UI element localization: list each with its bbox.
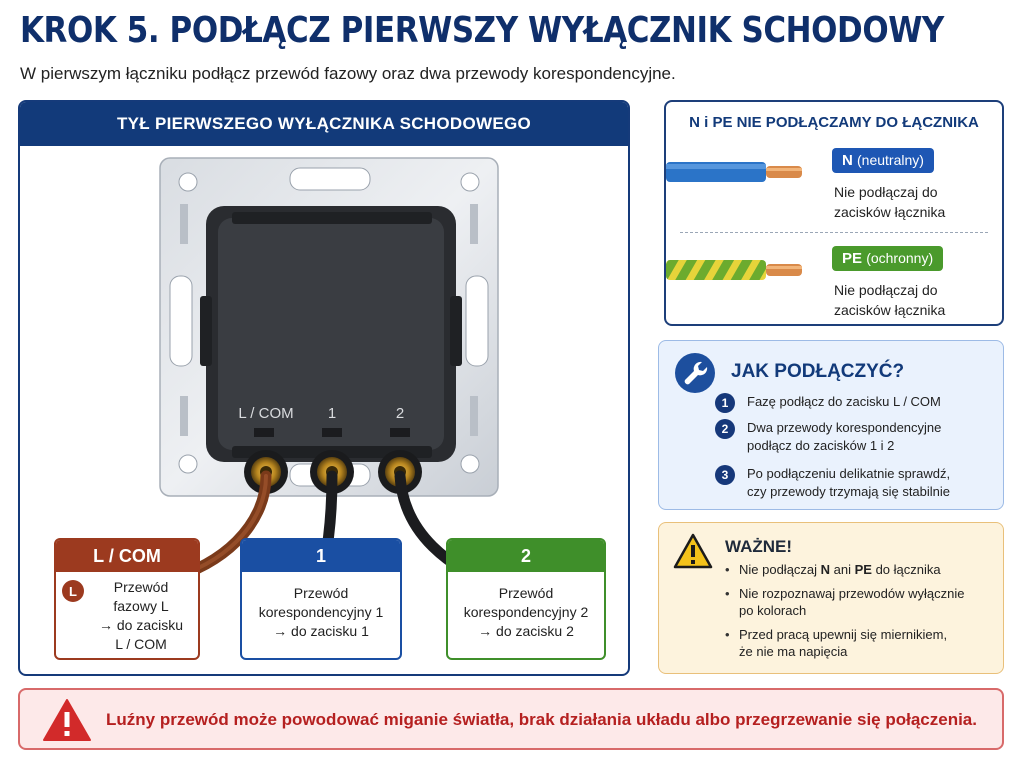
important-text: do łącznika: [871, 562, 941, 577]
neutral-desc-line: zacisków łącznika: [834, 204, 946, 220]
n-pe-panel: N i PE NIE PODŁĄCZAMY DO ŁĄCZNIKA N (neu…: [664, 100, 1004, 326]
card-1-line: Przewód: [293, 585, 349, 601]
card-2-line: Przewód: [498, 585, 554, 601]
pe-wire-icon: [666, 260, 802, 280]
important-text: ani: [830, 562, 855, 577]
card-2-head: 2: [448, 540, 604, 572]
card-lcom-line: fazowy L: [113, 598, 169, 614]
step-3-number: 3: [715, 465, 735, 485]
loose-wire-alert: Luźny przewód może powodować miganie świ…: [18, 688, 1004, 750]
switch-body: [200, 206, 462, 462]
neutral-name: (neutralny): [857, 152, 924, 168]
switch-back-panel: TYŁ PIERWSZEGO WYŁĄCZNIKA SCHODOWEGO: [18, 100, 630, 676]
card-2-line: korespondencyjny 2: [463, 604, 589, 620]
switch-diagram: L / COM 1 2: [124, 157, 540, 628]
phase-badge: L: [62, 580, 84, 602]
pe-desc-line: zacisków łącznika: [834, 302, 946, 318]
important-title: WAŻNE!: [725, 537, 793, 556]
how-title: JAK PODŁĄCZYĆ?: [731, 361, 905, 382]
pe-desc: Nie podłączaj do zacisków łącznika: [834, 280, 945, 320]
card-lcom-line: Przewód: [113, 579, 169, 595]
neutral-code: N: [842, 152, 853, 169]
neutral-desc-line: Nie podłączaj do: [834, 184, 938, 200]
step-2: 2 Dwa przewody korespondencyjne podłącz …: [715, 419, 942, 455]
terminal-label-1: 1: [328, 405, 336, 422]
important-bold-pe: PE: [854, 562, 872, 577]
step-3-text: Po podłączeniu delikatnie sprawdź,: [747, 466, 951, 481]
card-1-line: → do zacisku 1: [273, 623, 369, 639]
pe-desc-line: Nie podłączaj do: [834, 282, 938, 298]
step-2-text: podłącz do zacisków 1 i 2: [747, 438, 895, 453]
step-2-number: 2: [715, 419, 735, 439]
pe-label: PE (ochronny): [832, 246, 944, 271]
card-lcom: L / COM L Przewód fazowy L → do zacisku …: [54, 538, 200, 660]
neutral-label: N (neutralny): [832, 148, 934, 173]
step-1-number: 1: [715, 393, 735, 413]
card-1-body: Przewód korespondencyjny 1 → do zacisku …: [242, 572, 400, 647]
step-1: 1 Fazę podłącz do zacisku L / COM: [715, 393, 941, 413]
card-lcom-line: L / COM: [115, 636, 167, 652]
warning-icon: [673, 533, 713, 569]
important-text: że nie ma napięcia: [739, 644, 848, 659]
important-panel: WAŻNE! Nie podłączaj N ani PE do łącznik…: [658, 522, 1004, 674]
important-bold-n: N: [820, 562, 831, 577]
card-1: 1 Przewód korespondencyjny 1 → do zacisk…: [240, 538, 402, 660]
terminal-label-lcom: L / COM: [238, 405, 293, 422]
switch-back-panel-title: TYŁ PIERWSZEGO WYŁĄCZNIKA SCHODOWEGO: [20, 102, 628, 146]
pe-name: (ochronny): [866, 250, 934, 266]
card-1-head: 1: [242, 540, 400, 572]
card-lcom-line: → do zacisku: [98, 617, 184, 633]
card-2-body: Przewód korespondencyjny 2 → do zacisku …: [448, 572, 604, 647]
important-text: po kolorach: [739, 603, 807, 618]
card-1-line: korespondencyjny 1: [258, 604, 384, 620]
card-2-line: → do zacisku 2: [478, 623, 574, 639]
important-text: Nie podłączaj: [739, 562, 821, 577]
page-subtitle: W pierwszym łączniku podłącz przewód faz…: [20, 64, 676, 83]
pe-code: PE: [842, 250, 863, 267]
important-item: Nie rozpoznawaj przewodów wyłącznie po ko…: [725, 585, 995, 619]
step-1-text: Fazę podłącz do zacisku L / COM: [747, 394, 941, 409]
terminal-label-2: 2: [396, 405, 404, 422]
page-title: KROK 5. PODŁĄCZ PIERWSZY WYŁĄCZNIK SCHOD…: [20, 10, 944, 51]
important-list: Nie podłączaj N ani PE do łącznika Nie r…: [725, 561, 995, 667]
wrench-icon: [675, 353, 715, 393]
step-3: 3 Po podłączeniu delikatnie sprawdź, czy…: [715, 465, 951, 501]
neutral-wire-icon: [666, 162, 802, 182]
alert-text: Luźny przewód może powodować miganie świ…: [106, 710, 977, 729]
step-3-text: czy przewody trzymają się stabilnie: [747, 484, 951, 499]
card-lcom-body: L Przewód fazowy L → do zacisku L / COM: [56, 572, 198, 658]
step-2-text: Dwa przewody korespondencyjne: [747, 420, 942, 435]
how-to-connect-panel: JAK PODŁĄCZYĆ? 1 Fazę podłącz do zacisku…: [658, 340, 1004, 510]
neutral-desc: Nie podłączaj do zacisków łącznika: [834, 182, 945, 222]
important-item: Nie podłączaj N ani PE do łącznika: [725, 561, 995, 578]
n-pe-panel-title: N i PE NIE PODŁĄCZAMY DO ŁĄCZNIKA: [689, 114, 979, 131]
n-pe-divider: [680, 232, 988, 233]
important-item: Przed pracą upewnij się miernikiem, że ni…: [725, 626, 995, 660]
card-lcom-head: L / COM: [56, 540, 198, 572]
important-text: Przed pracą upewnij się miernikiem,: [739, 627, 948, 642]
card-2: 2 Przewód korespondencyjny 2 → do zacisk…: [446, 538, 606, 660]
important-text: Nie rozpoznawaj przewodów wyłącznie: [739, 586, 965, 601]
alert-icon: [43, 699, 91, 741]
